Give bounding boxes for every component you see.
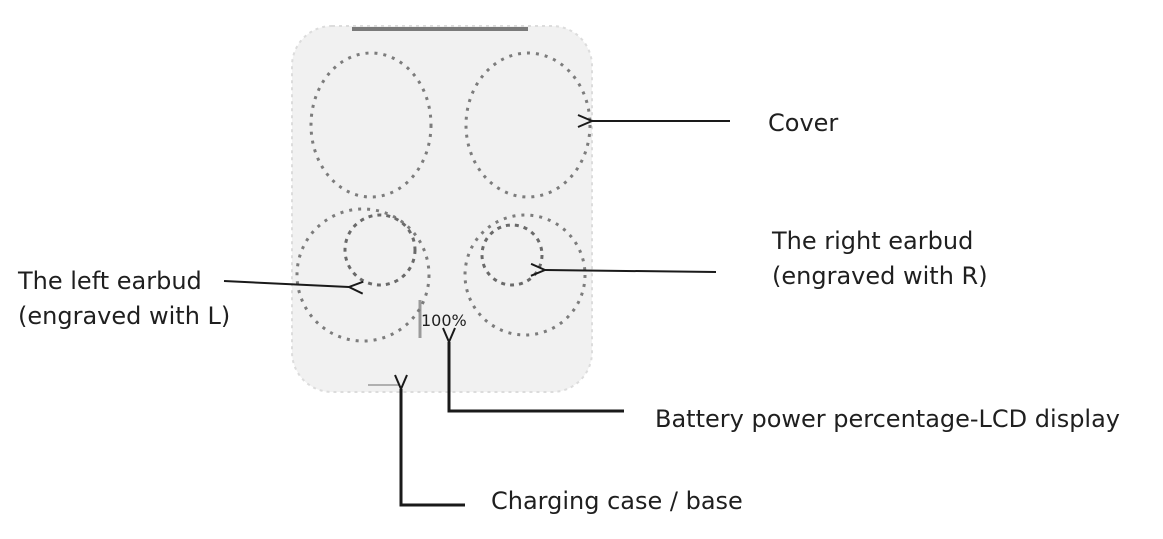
right-earbud-label-line2: (engraved with R) (772, 262, 988, 290)
cover-left-oval (309, 51, 433, 199)
charging-case-label-text: Charging case / base (491, 487, 743, 515)
battery-display-label: Battery power percentage-LCD display (655, 402, 1120, 437)
left-earbud-inner-ring (343, 213, 417, 287)
left-earbud-arrow (223, 280, 349, 287)
left-earbud-illustration (295, 207, 431, 343)
leader-lines (223, 121, 730, 507)
cover-label: Cover (768, 106, 838, 141)
left-earbud-label-line1: The left earbud (18, 267, 202, 295)
right-earbud-arrow (545, 270, 717, 272)
battery-display-leader (449, 342, 624, 413)
left-earbud-label: The left earbud (engraved with L) (18, 264, 230, 334)
left-earbud-label-line2: (engraved with L) (18, 302, 231, 330)
battery-display-label-text: Battery power percentage-LCD display (655, 405, 1121, 433)
case-body (291, 25, 593, 393)
right-earbud-label-line1: The right earbud (772, 227, 974, 255)
right-earbud-illustration (463, 213, 587, 337)
cover-label-text: Cover (768, 109, 839, 137)
charging-case-leader (401, 389, 465, 507)
right-earbud-inner-ring (480, 223, 544, 287)
charging-case-illustration (291, 25, 593, 393)
lcd-battery-reading: 100% (421, 311, 467, 330)
left-earbud-outer-ring (295, 207, 431, 343)
right-earbud-label: The right earbud (engraved with R) (772, 224, 988, 294)
charging-case-label: Charging case / base (491, 484, 743, 519)
right-earbud-outer-ring (463, 213, 587, 337)
